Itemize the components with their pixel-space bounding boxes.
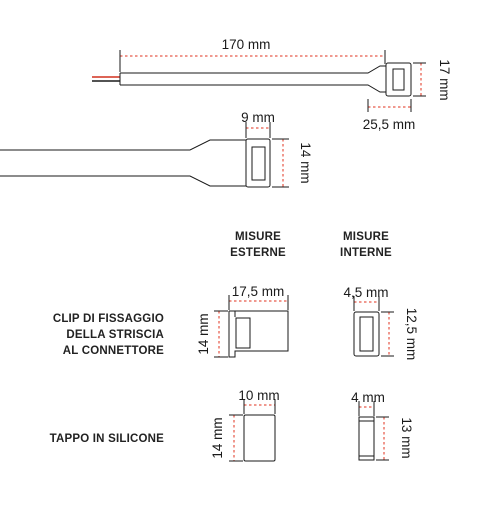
clip-internal-inner — [359, 316, 374, 352]
connector-slot — [251, 146, 266, 181]
tappo-external-shape — [243, 414, 276, 462]
clip-label-line1: CLIP DI FISSAGGIO — [53, 313, 164, 325]
length-dimension: 170 mm — [119, 37, 386, 72]
clip-external-shape — [228, 310, 289, 358]
length-label: 170 mm — [222, 37, 271, 52]
clip-body — [228, 310, 289, 358]
clip-ext-width-dimension: 17,5 mm — [228, 284, 289, 310]
header-internal-line2: INTERNE — [340, 247, 392, 259]
clip-ext-width-label: 17,5 mm — [232, 284, 285, 299]
connector-length-label: 25,5 mm — [363, 117, 416, 132]
clip-label-line3: AL CONNETTORE — [63, 345, 164, 357]
tappo-ext-width-label: 10 mm — [238, 388, 279, 403]
header-external-line1: MISURE — [235, 231, 281, 243]
header-internal-line1: MISURE — [343, 231, 389, 243]
tappo-int-width-dimension: 4 mm — [351, 390, 385, 416]
cable-connector — [385, 62, 412, 97]
tappo-ext-height-label: 14 mm — [210, 417, 225, 458]
connector-length-dimension: 25,5 mm — [363, 99, 416, 132]
tappo-internal-shape — [358, 416, 375, 461]
tappo-internal-outer — [358, 416, 375, 461]
thick-cable — [0, 139, 246, 187]
connector-height-label: 14 mm — [298, 142, 313, 183]
connector-width-dimension: 9 mm — [241, 110, 275, 138]
connector-closeup — [0, 138, 271, 188]
header-external-line2: ESTERNE — [230, 247, 286, 259]
clip-int-height-dimension: 12,5 mm — [381, 308, 419, 361]
connector-body — [245, 138, 271, 188]
clip-int-width-dimension: 4,5 mm — [343, 285, 389, 311]
connector-height-dimension: 14 mm — [272, 138, 313, 188]
clip-int-width-label: 4,5 mm — [343, 285, 388, 300]
clip-window — [235, 317, 251, 349]
clip-ext-height-label: 14 mm — [196, 313, 211, 354]
cable-drawing — [92, 62, 412, 97]
connector-width-label: 9 mm — [241, 110, 275, 125]
cable-connector-slot — [392, 68, 405, 91]
tappo-ext-height-dimension: 14 mm — [210, 414, 243, 462]
tappo-label: TAPPO IN SILICONE — [50, 433, 164, 445]
clip-internal-shape — [353, 311, 380, 357]
clip-ext-height-dimension: 14 mm — [196, 310, 228, 358]
column-headers: MISURE ESTERNE MISURE INTERNE — [230, 231, 392, 259]
tappo-int-height-label: 13 mm — [399, 417, 414, 458]
clip-label-line2: DELLA STRISCIA — [66, 329, 164, 341]
tappo-int-width-label: 4 mm — [351, 390, 385, 405]
row-clip-label: CLIP DI FISSAGGIO DELLA STRISCIA AL CONN… — [53, 313, 164, 357]
cable-sheath — [119, 65, 386, 93]
tappo-ext-width-dimension: 10 mm — [238, 388, 280, 414]
tappo-int-height-dimension: 13 mm — [376, 416, 414, 461]
clip-int-height-label: 12,5 mm — [404, 308, 419, 361]
cable-height-label: 17 mm — [437, 59, 452, 100]
height-dimension-cable: 17 mm — [413, 59, 452, 101]
clip-internal-outer — [353, 311, 380, 357]
